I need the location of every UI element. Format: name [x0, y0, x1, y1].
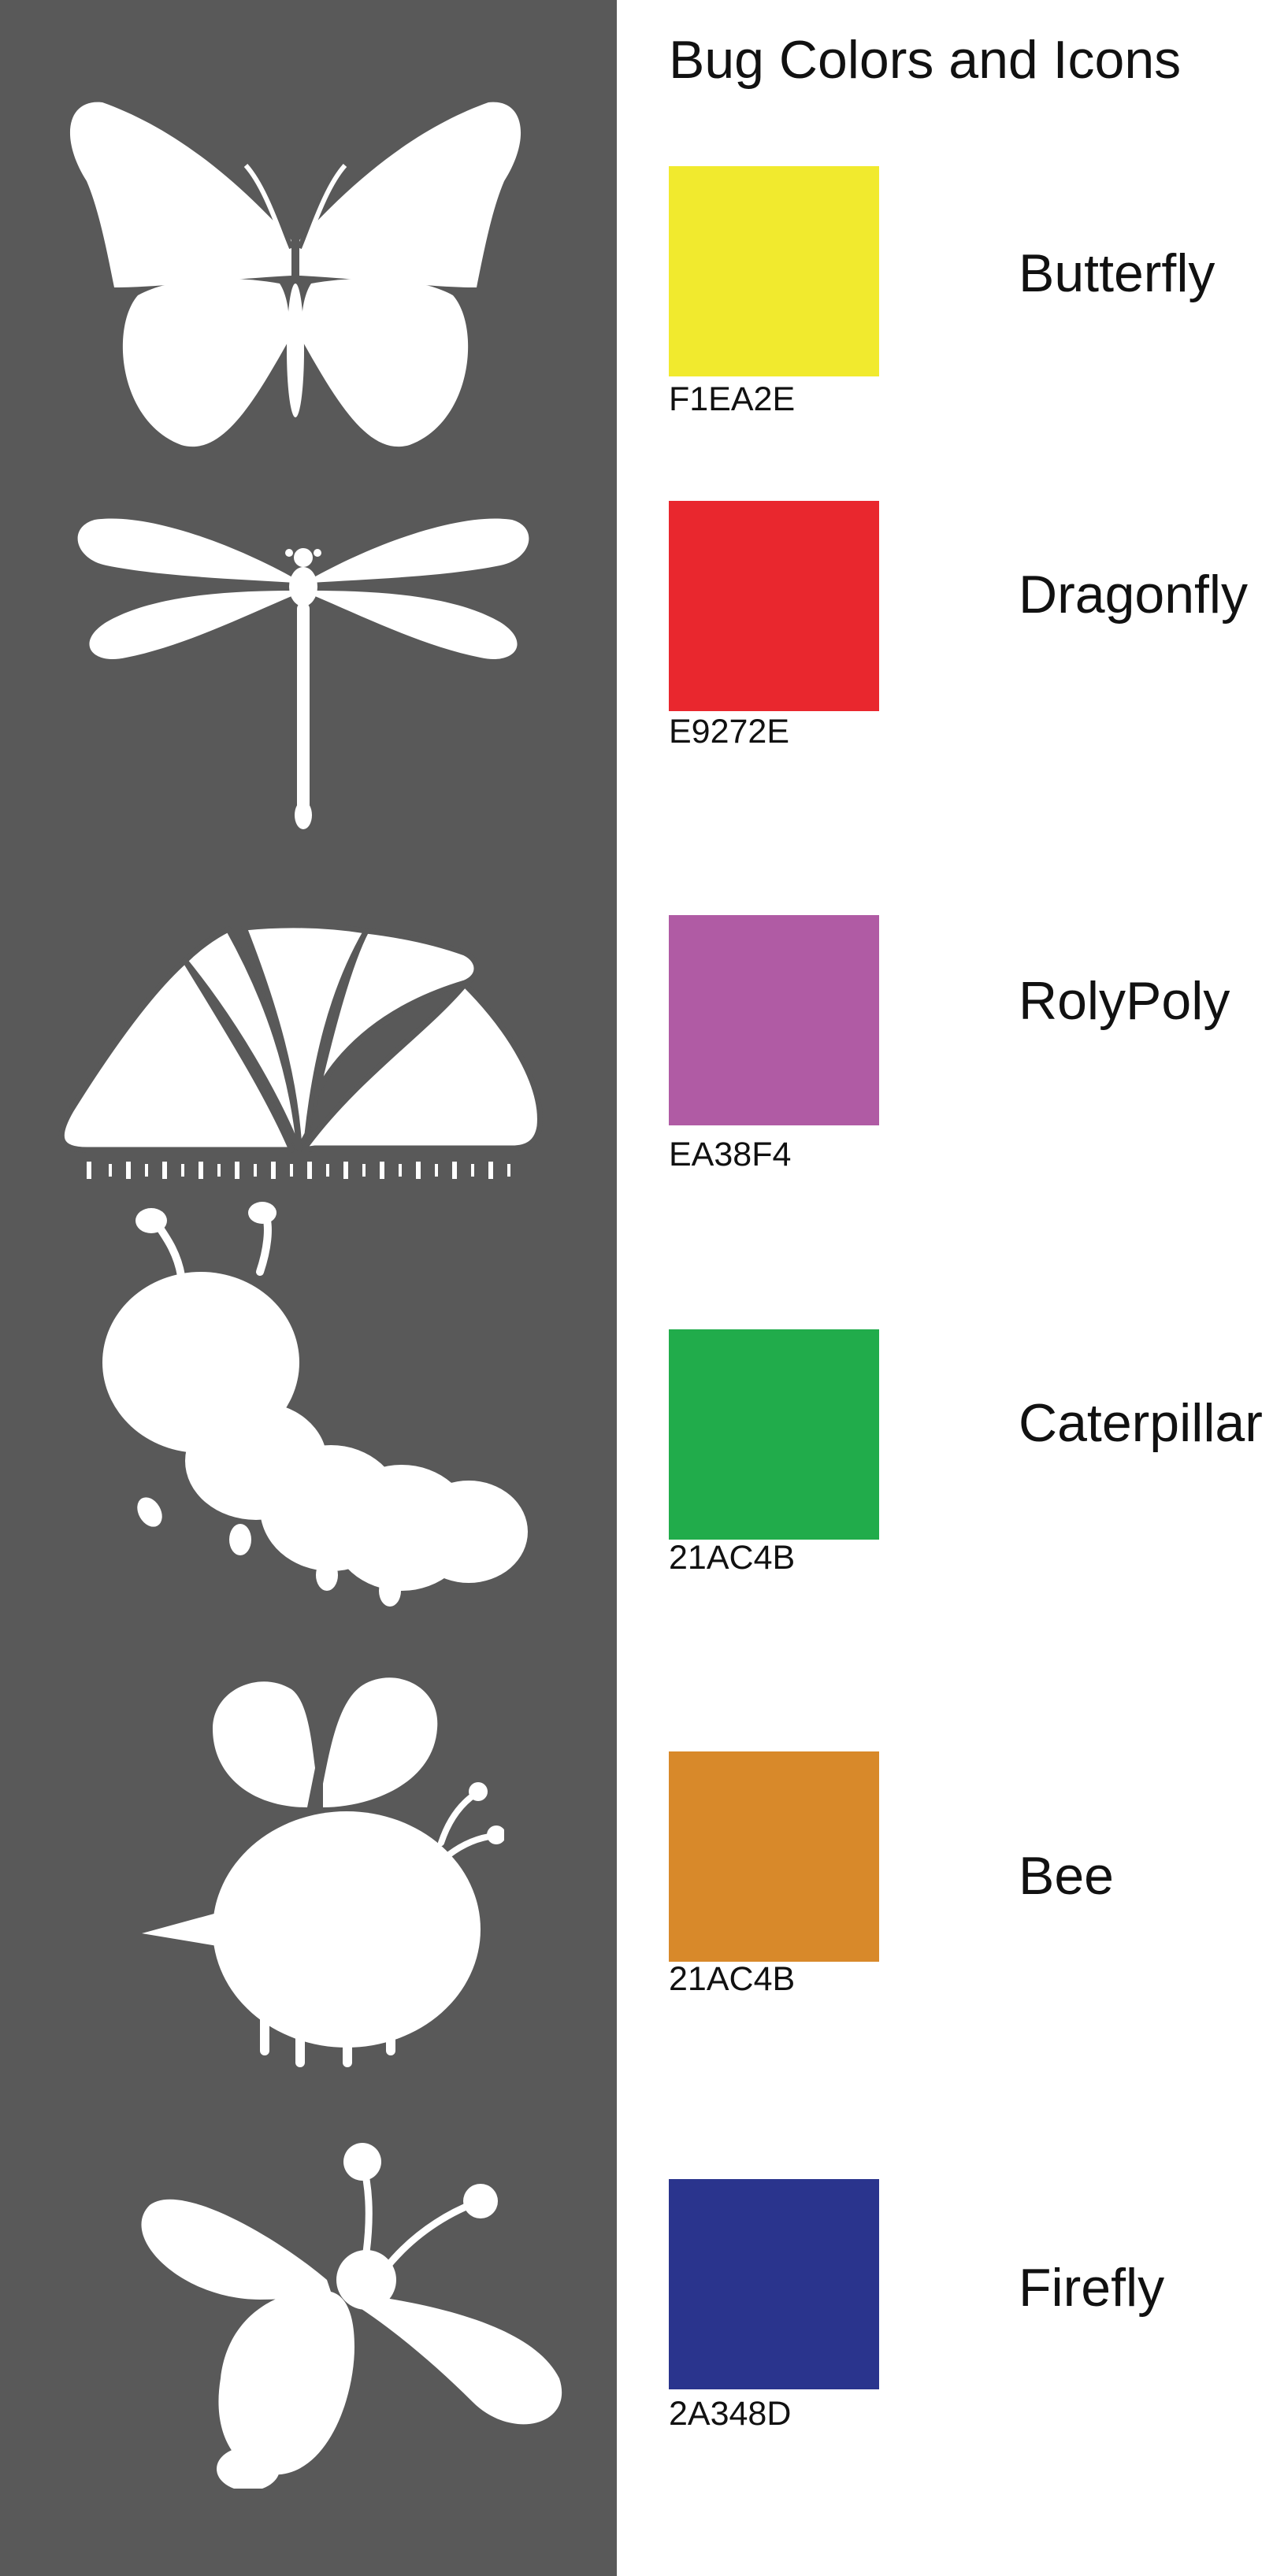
dragonfly-hex-label: E9272E [669, 713, 790, 751]
icon-panel [0, 0, 617, 2576]
caterpillar-name-label: Caterpillar [1019, 1393, 1263, 1453]
firefly-hex-label: 2A348D [669, 2395, 792, 2433]
butterfly-icon [69, 102, 521, 447]
rolypoly-hex-label: EA38F4 [669, 1136, 792, 1173]
rolypoly-icon [58, 922, 543, 1179]
page-title: Bug Colors and Icons [669, 30, 1182, 90]
dragonfly-name-label: Dragonfly [1019, 565, 1249, 625]
firefly-color-swatch [669, 2179, 879, 2389]
caterpillar-icon [102, 1202, 528, 1607]
dragonfly-color-swatch [669, 501, 879, 711]
rolypoly-color-swatch [669, 915, 879, 1125]
butterfly-color-swatch [669, 166, 879, 376]
dragonfly-icon [77, 518, 529, 829]
bee-hex-label: 21AC4B [669, 1960, 796, 1998]
bee-color-swatch [669, 1751, 879, 1962]
caterpillar-color-swatch [669, 1329, 879, 1540]
bee-name-label: Bee [1019, 1846, 1114, 1906]
rolypoly-name-label: RolyPoly [1019, 971, 1230, 1031]
bee-icon [142, 1677, 504, 2067]
butterfly-hex-label: F1EA2E [669, 380, 796, 418]
firefly-name-label: Firefly [1019, 2258, 1165, 2318]
butterfly-name-label: Butterfly [1019, 243, 1215, 303]
firefly-icon [141, 2143, 562, 2489]
caterpillar-hex-label: 21AC4B [669, 1539, 796, 1577]
